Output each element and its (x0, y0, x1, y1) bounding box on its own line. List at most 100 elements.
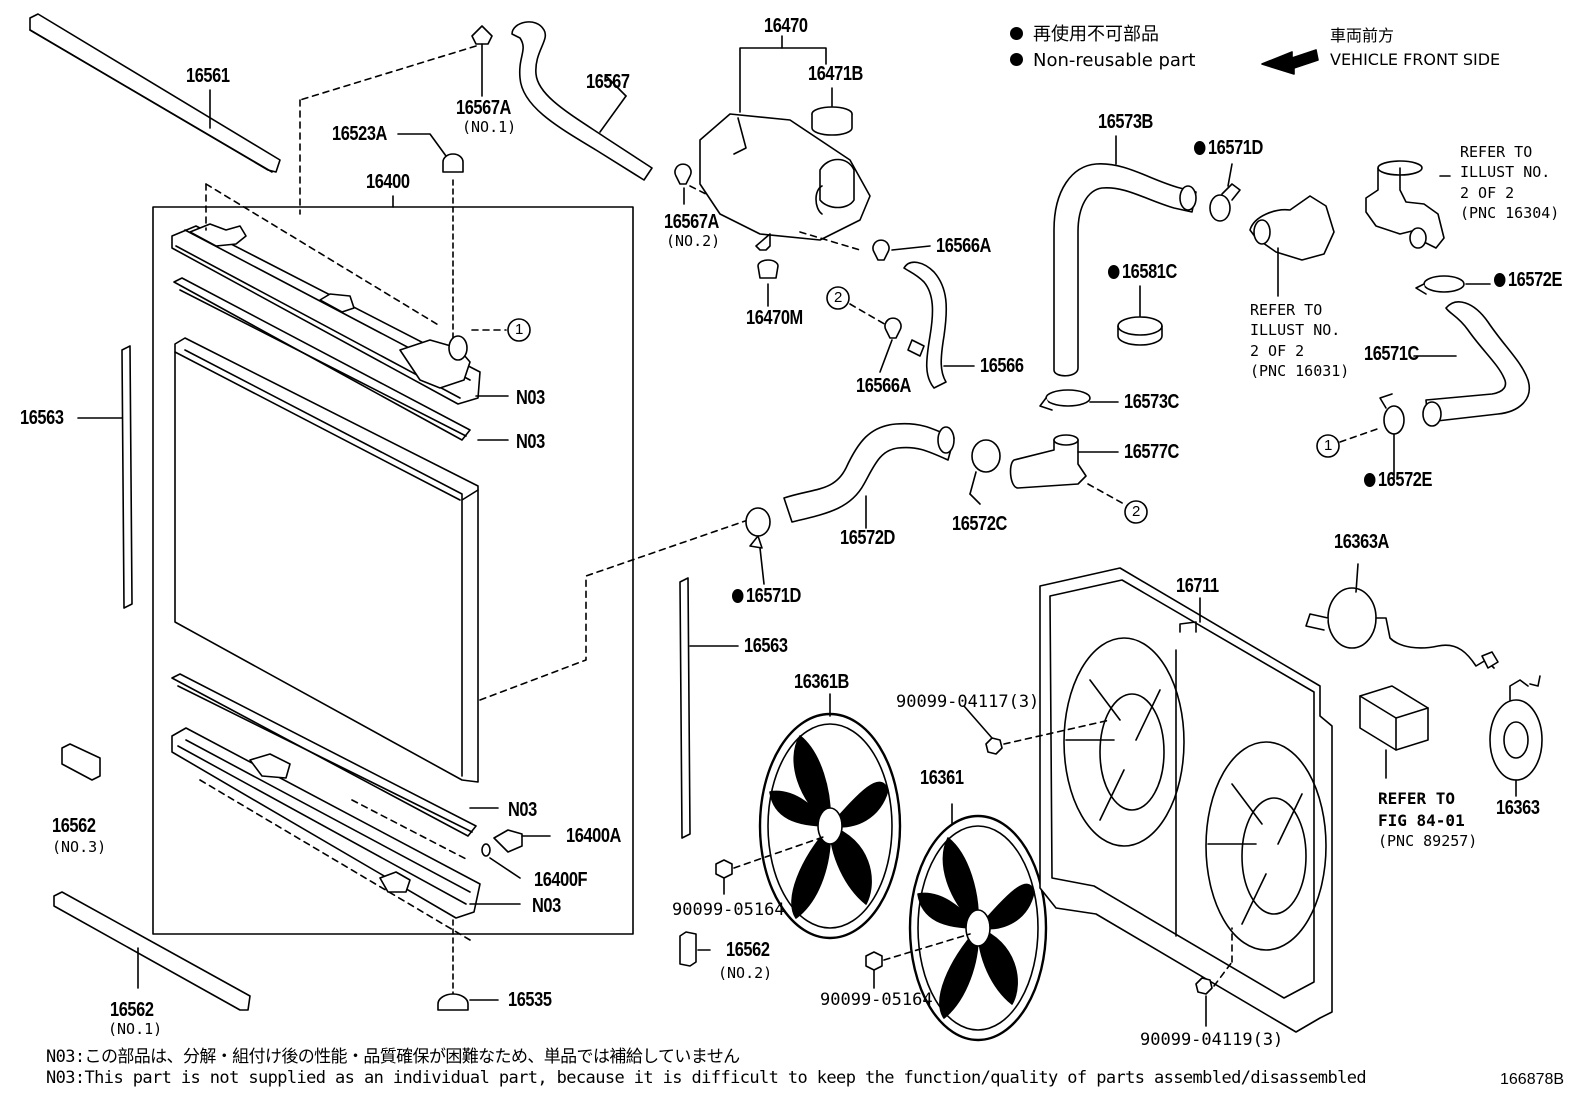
label-16400: 16400 (366, 171, 410, 193)
circle-2-a-text: 2 (834, 289, 843, 306)
bolt-90099-04119 (1196, 928, 1232, 1026)
fan-16361 (910, 804, 1046, 1040)
pipe-16577C (1011, 435, 1147, 523)
label-16470M: 16470M (746, 307, 803, 329)
legend-nonreusable-ja: 再使用不可部品 (1010, 26, 1159, 44)
ref-fig-8401: REFER TO FIG 84-01 (PNC 89257) (1378, 789, 1478, 851)
clamp-16573C (1040, 390, 1118, 410)
drain-cock-16400A (482, 830, 550, 878)
label-90099-05164-a: 90099-05164 (672, 900, 785, 920)
label-90099-04117: 90099-04117(3) (896, 692, 1040, 712)
ref-illust-16031: REFER TO ILLUST NO. 2 OF 2 (PNC 16031) (1250, 301, 1350, 380)
relay-ref-89257 (1360, 686, 1428, 778)
label-16563-mid: 16563 (744, 635, 788, 657)
grommet-16523A (398, 134, 463, 340)
label-16567: 16567 (586, 71, 630, 93)
label-16363: 16363 (1496, 797, 1540, 819)
hose-16566 (904, 262, 974, 388)
fan-shroud-16711 (1040, 568, 1332, 1032)
label-16567A-no1-sub: (NO.1) (462, 118, 517, 136)
reservoir-ref-16304 (1366, 161, 1450, 248)
clamp-16571D-top (1210, 164, 1240, 221)
label-16470: 16470 (764, 15, 808, 37)
label-16581C: 16581C (1108, 262, 1177, 282)
clamp-16571D-mid (746, 508, 770, 584)
front-arrow-icon (1262, 50, 1318, 74)
label-16523A: 16523A (332, 123, 387, 145)
grommet-16470M (758, 260, 778, 306)
hose-16573B (1054, 136, 1196, 376)
label-16562-no3: 16562 (52, 815, 96, 837)
label-n03-c: N03 (508, 799, 537, 821)
label-16573B: 16573B (1098, 111, 1153, 133)
label-16567A-no2: 16567A (664, 211, 719, 233)
clamp-16572E-top (1416, 276, 1490, 294)
label-16400F: 16400F (534, 869, 588, 891)
bolt-90099-04117 (964, 706, 1110, 754)
ref-circle-1a (508, 319, 530, 341)
upper-tank (172, 224, 480, 404)
label-16361: 16361 (920, 767, 964, 789)
cap-16471B (812, 88, 852, 135)
label-16567A-no1: 16567A (456, 97, 511, 119)
seal-16563-left (122, 346, 132, 608)
label-16363A: 16363A (1334, 531, 1389, 553)
ref-illust-16304: REFER TO ILLUST NO. 2 OF 2 (PNC 16304) (1460, 143, 1560, 222)
footnote-en: N03:This part is not supplied as an indi… (46, 1068, 1367, 1088)
clamp-16581C (1118, 286, 1162, 345)
label-16571C: 16571C (1364, 343, 1419, 365)
label-16572E-top: 16572E (1494, 270, 1563, 290)
label-16400A: 16400A (566, 825, 621, 847)
label-n03-a: N03 (516, 387, 545, 409)
motor-16363 (1490, 676, 1542, 796)
label-16566A-bot: 16566A (856, 375, 911, 397)
circle-2-b-text: 2 (1132, 503, 1141, 520)
label-16562-no3-sub: (NO.3) (52, 838, 107, 856)
reservoir-tank-16470 (700, 36, 870, 250)
block-16562-no2 (680, 932, 696, 966)
seal-16563-mid (680, 578, 690, 838)
label-n03-b: N03 (516, 431, 545, 453)
label-16562-no1-sub: (NO.1) (108, 1020, 163, 1038)
seal-16561 (30, 14, 280, 172)
radiator-core (175, 338, 478, 782)
label-90099-05164-b: 90099-05164 (820, 990, 933, 1010)
legend-front-en: VEHICLE FRONT SIDE (1330, 50, 1501, 69)
grommet-16535 (438, 920, 498, 1010)
label-90099-04119: 90099-04119(3) (1140, 1030, 1284, 1050)
clamp-16572E-bot (1317, 394, 1404, 478)
legend-front-ja: 車両前方 (1330, 26, 1395, 45)
label-16562-no2-sub: (NO.2) (718, 964, 773, 982)
label-16572C: 16572C (952, 513, 1007, 535)
label-16562-no1: 16562 (110, 999, 154, 1021)
drawing-id: 166878B (1500, 1071, 1565, 1088)
label-16572D: 16572D (840, 527, 895, 549)
seal-16562-no1 (54, 892, 250, 1010)
circle-1-b-text: 1 (1324, 437, 1333, 454)
label-n03-d: N03 (532, 895, 561, 917)
footnote-ja: N03:この部品は、分解・組付け後の性能・品質確保が困難なため、単品では補給して… (46, 1047, 740, 1067)
label-16566A-top: 16566A (936, 235, 991, 257)
clamp-16566A (827, 240, 930, 372)
label-16571D-mid: 16571D (732, 586, 801, 606)
label-16573C: 16573C (1124, 391, 1179, 413)
legend-nonreusable-en: Non-reusable part (1010, 52, 1195, 70)
hose-16571C (1414, 302, 1529, 426)
hose-16567 (512, 22, 652, 180)
circle-1-a-text: 1 (515, 321, 524, 338)
motor-16363A (1306, 564, 1498, 668)
clamp-16572C (970, 440, 1000, 504)
label-16566: 16566 (980, 355, 1024, 377)
label-16571D-top: 16571D (1194, 138, 1263, 158)
label-16567A-no2-sub: (NO.2) (666, 232, 721, 250)
hose-16572D (784, 424, 954, 528)
fan-16361B (760, 694, 900, 938)
label-16561: 16561 (186, 65, 230, 87)
label-16563-left: 16563 (20, 407, 64, 429)
label-16572E-bot: 16572E (1364, 470, 1433, 490)
block-16562-no3 (62, 744, 100, 780)
label-16471B: 16471B (808, 63, 863, 85)
label-16361B: 16361B (794, 671, 849, 693)
